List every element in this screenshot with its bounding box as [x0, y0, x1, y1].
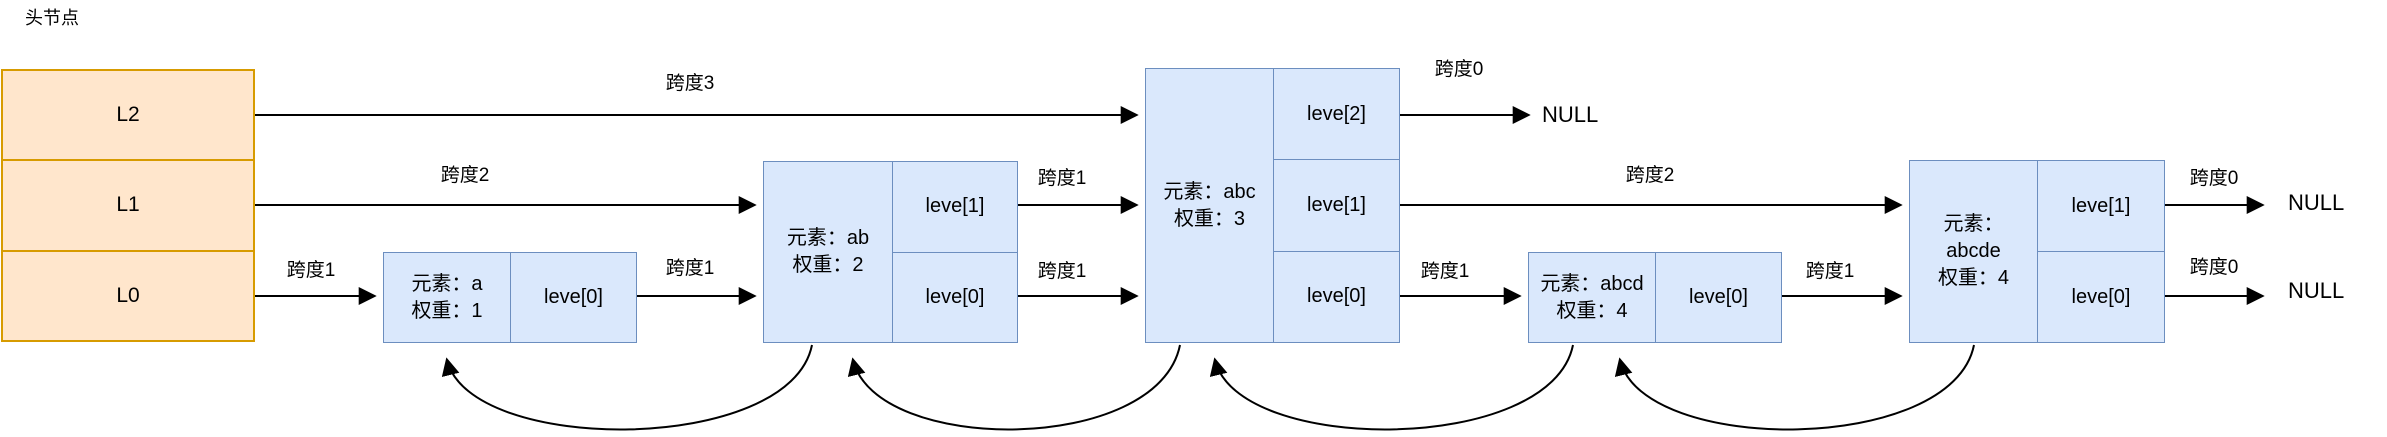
- span-label-abc-l2-to-null: 跨度0: [1434, 59, 1484, 80]
- node-ab-weight: 权重：2: [792, 254, 864, 276]
- span-label-ab-l1-to-abc: 跨度1: [1037, 168, 1087, 189]
- node-abc-info: 元素：abc 权重：3: [1146, 69, 1274, 342]
- head-level-l2: L2: [3, 71, 253, 162]
- span-label-abc-l0-to-abcd: 跨度1: [1420, 261, 1470, 282]
- back-arrow-abcde-to-abcd: [1614, 344, 1975, 431]
- node-a: 元素：a 权重：1 leve[0]: [383, 252, 637, 343]
- node-abc-level1: leve[1]: [1274, 160, 1399, 252]
- head-node-title: 头节点: [25, 8, 79, 28]
- span-label-a-to-ab: 跨度1: [665, 258, 715, 279]
- back-arrow-ab-to-a: [441, 344, 813, 431]
- node-abc: 元素：abc 权重：3 leve[2] leve[1] leve[0]: [1145, 68, 1400, 343]
- node-a-element: 元素：a: [411, 272, 483, 295]
- node-abcd-element: 元素：abcd: [1540, 272, 1644, 295]
- node-ab-info: 元素：ab 权重：2: [764, 162, 893, 342]
- node-ab: 元素：ab 权重：2 leve[1] leve[0]: [763, 161, 1018, 343]
- null-label-abcde-level0: NULL: [2288, 278, 2345, 303]
- node-a-info: 元素：a 权重：1: [384, 253, 511, 342]
- span-label-abcde-l1-to-null: 跨度0: [2189, 168, 2239, 189]
- node-abcd-weight: 权重：4: [1556, 299, 1628, 322]
- node-abc-weight: 权重：3: [1173, 207, 1246, 230]
- node-abcde-weight: 权重：4: [1937, 267, 2010, 289]
- node-abcde: 元素： abcde 权重：4 leve[1] leve[0]: [1909, 160, 2165, 343]
- span-label-l2-to-abc: 跨度3: [665, 73, 715, 94]
- node-ab-level1: leve[1]: [893, 162, 1017, 253]
- node-a-level0: leve[0]: [544, 286, 603, 308]
- node-abcde-level1: leve[1]: [2038, 161, 2164, 252]
- span-label-l0-to-a: 跨度1: [286, 260, 336, 281]
- node-abcde-level0: leve[0]: [2071, 285, 2131, 308]
- node-abcde-element: 元素：: [1943, 213, 2004, 235]
- span-label-abc-l1-to-abcde: 跨度2: [1625, 165, 1675, 186]
- back-arrow-abc-to-ab: [847, 344, 1181, 431]
- span-label-ab-l0-to-abc: 跨度1: [1037, 261, 1087, 282]
- node-abcd-level0: leve[0]: [1689, 286, 1748, 308]
- null-label-abc-level2: NULL: [1542, 102, 1599, 127]
- span-label-abcde-l0-to-null: 跨度0: [2189, 257, 2239, 278]
- node-abc-element: 元素：abc: [1163, 180, 1256, 203]
- head-level-l1: L1: [3, 161, 253, 252]
- head-node: L2 L1 L0: [1, 69, 255, 342]
- node-ab-level0: leve[0]: [925, 285, 985, 308]
- node-abcd: 元素：abcd 权重：4 leve[0]: [1528, 252, 1782, 343]
- span-label-abcd-to-abcde: 跨度1: [1805, 261, 1855, 282]
- head-level-l0: L0: [116, 283, 140, 307]
- node-abc-level0: leve[0]: [1307, 285, 1366, 308]
- back-arrow-abcd-to-abc: [1209, 344, 1574, 431]
- node-abcde-info: 元素： abcde 权重：4: [1910, 161, 2038, 342]
- node-a-weight: 权重：1: [411, 299, 483, 322]
- node-ab-element: 元素：ab: [786, 227, 870, 249]
- node-abcd-info: 元素：abcd 权重：4: [1529, 253, 1656, 342]
- null-label-abcde-level1: NULL: [2288, 190, 2345, 215]
- span-label-l1-to-ab: 跨度2: [440, 165, 490, 186]
- node-abcde-element-value: abcde: [1946, 240, 2001, 262]
- node-abc-level2: leve[2]: [1274, 69, 1399, 161]
